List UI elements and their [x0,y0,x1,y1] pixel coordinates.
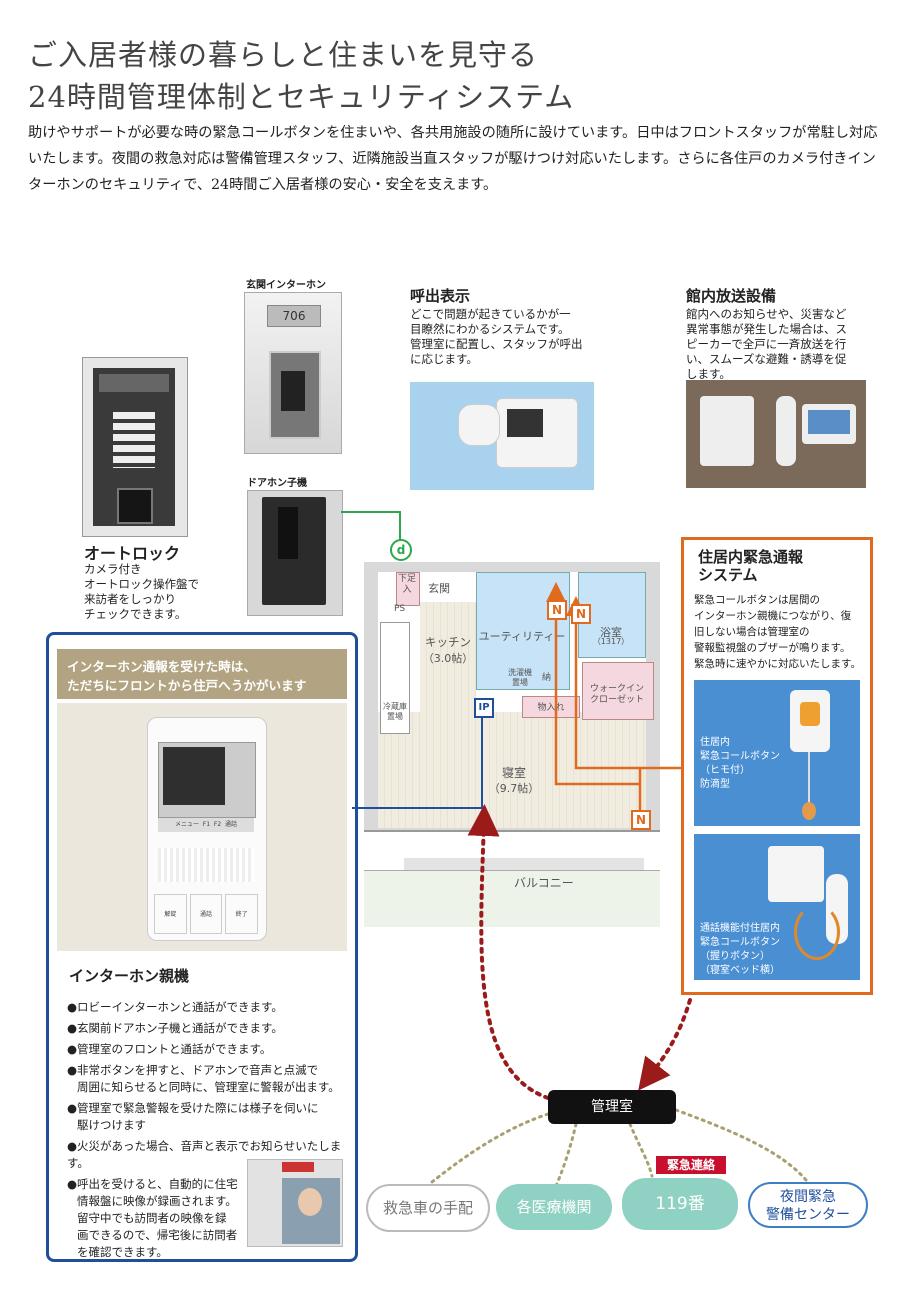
emergency-photo-1: 住居内 緊急コールボタン （ヒモ付） 防滴型 [694,680,860,826]
unlock-button[interactable]: 解錠 [154,894,187,934]
emergency-desc: 緊急コールボタンは居間の インターホン親機につながり、復 旧しない場合は管理室の… [694,594,861,670]
room-fridge: 冷蔵庫置場 [383,702,407,721]
recording-photo [247,1159,343,1247]
doorphone-caption: ドアホン子機 [247,478,307,489]
room-walkin: ウォークインクローゼット [589,684,644,705]
room-utility: ユーティリティー [478,630,566,643]
photo1-caption: 住居内 緊急コールボタン （ヒモ付） 防滴型 [700,737,780,790]
ambulance-node: 救急車の手配 [366,1184,490,1232]
urgent-contact-label: 緊急連絡 [656,1156,726,1174]
emergency-marker-bedroom: N [631,810,651,830]
broadcast-desc: 館内へのお知らせや、災害など 異常事態が発生した場合は、ス ピーカーで全戸に一斉… [686,307,847,381]
emergency-panel: 住居内緊急通報 システム 緊急コールボタンは居間の インターホン親機につながり、… [681,537,873,995]
entrance-caption: 玄関インターホン [246,280,326,291]
intercom-bullets: ●ロビーインターホンと通話ができます。 ●玄関前ドアホン子機と通話ができます。 … [67,1000,342,1259]
doorphone-marker: d [390,539,412,561]
floor-plan: 下足入 玄関 PS キッチン （3.0帖） 冷蔵庫置場 ユーティリティー 洗濯機… [364,562,660,932]
doorphone-photo [247,490,343,616]
room-kitchen: キッチン [425,635,471,649]
broadcast-heading: 館内放送設備 [686,287,777,305]
page-title: ご入居者様の暮らしと住まいを見守る 24時間管理体制とセキュリティシステム [28,34,574,118]
room-storage2: 納 [542,673,552,683]
emergency-marker-bath: N [571,604,591,624]
emergency-heading: 住居内緊急通報 システム [698,548,804,584]
room-balcony: バルコニー [514,876,574,890]
autolock-photo [82,357,188,537]
room-washer: 洗濯機置場 [508,668,532,687]
fire-119-node: 119番 [622,1178,738,1230]
photo2-caption: 通話機能付住居内 緊急コールボタン （握りボタン） （寝室ベッド横） [700,923,780,976]
room-storage: 物入れ [537,703,565,713]
device-menu-buttons: メニュー F1 F2 通話 [158,818,254,832]
hospitals-node: 各医療機関 [496,1184,612,1230]
night-security-node: 夜間緊急 警備センター [748,1182,868,1228]
entrance-photo: 706 [244,292,342,454]
autolock-heading: オートロック [84,544,181,563]
room-number-plate: 706 [267,305,321,327]
intercom-banner: インターホン通報を受けた時は、 ただちにフロントから住戸へうかがいます [57,649,347,699]
room-bath: 浴室 [600,626,622,639]
intercom-panel: インターホン通報を受けた時は、 ただちにフロントから住戸へうかがいます メニュー… [46,632,358,1262]
intro-text: 助けやサポートが必要な時の緊急コールボタンを住まいや、各共用施設の随所に設けてい… [28,125,878,193]
call-display-photo [410,382,594,490]
room-kitchen-size: （3.0帖） [422,652,474,665]
room-ps: PS [394,604,406,614]
end-button[interactable]: 終了 [225,894,259,934]
broadcast-photo [686,380,866,488]
intercom-heading: インターホン親機 [69,967,190,985]
room-geta: 下足入 [397,574,416,595]
call-display-desc: どこで問題が起きているかが一 目瞭然にわかるシステムです。 管理室に配置し、スタ… [410,307,583,366]
room-bath-size: （1317） [592,637,630,646]
title-line-2: 24時間管理体制とセキュリティシステム [28,80,575,114]
intercom-marker: IP [474,698,494,718]
intercom-device-photo: メニュー F1 F2 通話 解錠 通話 終了 [57,703,347,951]
emergency-photo-2: 通話機能付住居内 緊急コールボタン （握りボタン） （寝室ベッド横） [694,834,860,980]
call-display-heading: 呼出表示 [410,287,471,305]
autolock-desc: カメラ付き オートロック操作盤で 来訪者をしっかり チェックできます。 [84,562,199,621]
emergency-marker-utility: N [547,600,567,620]
room-bedroom: 寝室 [501,766,526,780]
room-genkan: 玄関 [428,582,450,595]
call-button[interactable]: 通話 [189,894,223,934]
room-bedroom-size: （9.7帖） [488,782,540,795]
management-room: 管理室 [548,1090,676,1124]
title-line-1: ご入居者様の暮らしと住まいを見守る [28,38,539,72]
